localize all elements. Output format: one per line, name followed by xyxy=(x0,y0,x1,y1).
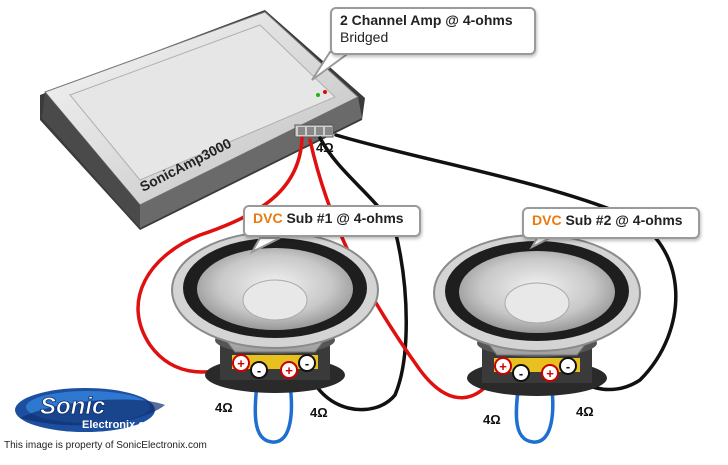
amp-callout-subtitle: Bridged xyxy=(340,29,389,45)
amp-callout-title: 2 Channel Amp @ 4-ohms xyxy=(340,12,513,28)
sub1-dvc-label: DVC xyxy=(253,210,283,226)
sub2-coil2-negative-terminal xyxy=(559,357,577,375)
terminal-minus-label: - xyxy=(519,366,523,381)
terminal-minus-label: - xyxy=(566,359,570,374)
sub2-terminals: + - + - xyxy=(494,357,577,382)
terminal-plus-label: + xyxy=(546,366,554,381)
sub2-callout: DVC Sub #2 @ 4-ohms xyxy=(522,207,700,239)
logo-subtext: Electronix.com xyxy=(82,419,161,431)
sub1-coil1-negative-terminal xyxy=(250,361,268,379)
protect-led-icon xyxy=(323,90,327,94)
sub2-coil2-positive-terminal xyxy=(541,364,559,382)
amp-terminal-ohm-label: 4Ω xyxy=(316,140,334,155)
sub1-coil1-positive-terminal xyxy=(232,354,250,372)
sub1-coil-right-ohm-label: 4Ω xyxy=(310,405,328,420)
terminal-plus-label: + xyxy=(285,363,293,378)
sub2-title: Sub #2 @ 4-ohms xyxy=(561,212,683,228)
amp-callout: 2 Channel Amp @ 4-ohms Bridged xyxy=(330,7,536,55)
sub1-coil-left-ohm-label: 4Ω xyxy=(215,400,233,415)
sonic-electronix-logo: Sonic Electronix.com xyxy=(15,388,165,432)
subwoofer-1 xyxy=(171,231,379,393)
amplifier: SonicAmp3000 xyxy=(40,10,365,230)
sub1-coil2-negative-terminal xyxy=(298,354,316,372)
sub2-coil1-negative-terminal xyxy=(512,364,530,382)
sub1-coil2-positive-terminal xyxy=(280,361,298,379)
subwoofer-2 xyxy=(433,234,641,396)
terminal-minus-label: - xyxy=(257,363,261,378)
speaker-terminal-block xyxy=(294,124,334,138)
terminal-plus-label: + xyxy=(237,356,245,371)
sub1-terminals: + - + - xyxy=(232,354,316,379)
sub2-coil-left-ohm-label: 4Ω xyxy=(483,412,501,427)
power-led-icon xyxy=(316,93,320,97)
sub2-coil-right-ohm-label: 4Ω xyxy=(576,404,594,419)
sub2-coil1-positive-terminal xyxy=(494,357,512,375)
terminal-minus-label: - xyxy=(305,356,309,371)
copyright-caption: This image is property of SonicElectroni… xyxy=(4,440,207,451)
sub1-callout: DVC Sub #1 @ 4-ohms xyxy=(243,205,421,237)
sub1-title: Sub #1 @ 4-ohms xyxy=(282,210,404,226)
logo-word: Sonic xyxy=(40,393,105,420)
terminal-plus-label: + xyxy=(499,359,507,374)
sub2-dvc-label: DVC xyxy=(532,212,562,228)
